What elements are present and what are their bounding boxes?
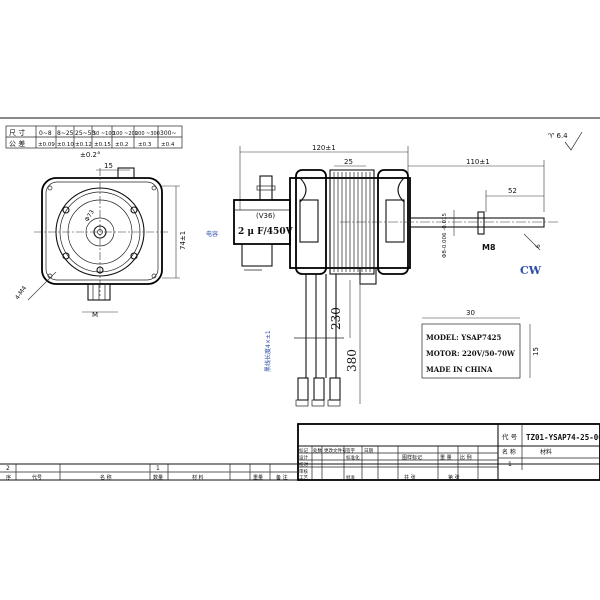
side-dim-stack: 25 <box>344 158 353 166</box>
title-scale-value: 1 <box>508 461 512 468</box>
revision-header-note: 备 注 <box>276 474 288 481</box>
shaft-thread: M8 <box>482 243 496 252</box>
title-count-label: 处数 <box>313 447 322 454</box>
tolerance-range: 200 ~300 <box>135 131 160 137</box>
label-origin: MADE IN CHINA <box>426 365 493 374</box>
title-file-label: 更改文件号 <box>324 447 347 454</box>
title-design-label: 设计 <box>299 454 308 461</box>
tolerance-value: ±0.4 <box>161 142 175 148</box>
title-code-label: 代 号 <box>502 432 518 441</box>
title-scale-label: 比 例 <box>460 454 472 461</box>
revision-header-qty: 数量 <box>153 474 163 481</box>
angle-tolerance: ±0.2° <box>80 151 101 159</box>
front-dim-center: Φ73 <box>84 209 96 223</box>
surface-finish-mark: ♈ 6.4 <box>548 131 583 151</box>
tolerance-range: 100 ~200 <box>113 131 138 137</box>
revision-header-weight: 重量 <box>253 474 263 481</box>
label-dim-height: 15 <box>532 347 540 356</box>
revision-header-seq: 序 <box>6 474 11 481</box>
surface-finish-text: ♈ 6.4 <box>548 132 568 140</box>
title-process-label: 工艺 <box>299 475 308 481</box>
title-name-label: 名 称 <box>502 448 516 456</box>
revision-row-number: 2 <box>6 465 10 472</box>
tolerance-value: ±0.12 <box>75 142 92 148</box>
tolerance-value: ±0.15 <box>94 142 111 148</box>
tolerance-row2-label: 公 差 <box>9 139 25 148</box>
side-dim-shaft: 110±1 <box>466 158 490 166</box>
shaft-flat-dim: 6 <box>535 244 542 248</box>
lead-label: 黑线长度4×±1 <box>264 330 272 372</box>
revision-row-number: 1 <box>156 465 160 472</box>
tolerance-value: ±0.10 <box>57 142 74 148</box>
label-motor: MOTOR: 220V/50-70W <box>426 349 515 358</box>
revision-header-code: 代号 <box>32 474 42 481</box>
front-dim-bottom: M <box>92 311 98 319</box>
capacitor-value: 2 μ F/450V <box>238 227 294 237</box>
front-dim-side: 74±1 <box>179 231 187 250</box>
title-block: 代 号 TZ01-YSAP74-25-00 名 称 材料 1 标记 处数 更改文… <box>297 423 600 481</box>
title-sheet-label: 共 张 <box>404 474 416 481</box>
side-dim-overall: 120±1 <box>312 144 336 152</box>
revision-table: 2 1 序 代号 名 称 数量 材 料 重量 备 注 <box>0 463 298 481</box>
side-view: 120±1 25 110±1 52 (V36) 2 μ F/450V 电容 <box>206 144 560 285</box>
tolerance-value: ±0.09 <box>38 142 55 148</box>
front-dim-hole: 4-M4 <box>14 285 28 301</box>
nameplate-label: 30 15 MODEL: YSAP7425 MOTOR: 220V/50-70W… <box>421 309 540 379</box>
title-sheet-of-label: 第 张 <box>448 474 460 481</box>
tolerance-range: 50 ~100 <box>93 131 115 137</box>
front-dim-top: 15 <box>104 162 113 170</box>
tolerance-table: 尺 寸 公 差 0~8 8~25 25~50 50 ~100 100 ~200 … <box>5 125 183 159</box>
title-weight-label: 重 量 <box>440 454 452 461</box>
lead-dim-230: 230 <box>329 307 343 330</box>
title-sign-label: 签字 <box>346 447 355 454</box>
drawing-frame <box>0 117 600 481</box>
label-dim-width: 30 <box>466 309 475 317</box>
title-mark-label: 标记 <box>299 447 308 454</box>
title-drawing-number: TZ01-YSAP74-25-00 <box>526 433 600 442</box>
capacitor-label: 电容 <box>206 230 218 238</box>
lead-wires: 230 380 黑线长度4×±1 <box>264 274 361 407</box>
lead-dim-380: 380 <box>345 349 359 372</box>
tolerance-range: 8~25 <box>57 130 74 137</box>
title-standard-label: 标准化 <box>346 454 360 461</box>
front-view: 15 74±1 4-M4 Φ73 M <box>14 162 187 319</box>
revision-header-material: 材 料 <box>192 474 204 481</box>
tolerance-row1-label: 尺 寸 <box>9 128 25 137</box>
label-model: MODEL: YSAP7425 <box>426 333 502 342</box>
title-check-label: 校对 <box>299 461 308 468</box>
title-material-label: 材料 <box>540 448 552 456</box>
tolerance-range: 25~50 <box>75 130 95 137</box>
title-review-label: 审核 <box>299 468 308 475</box>
title-date-label: 日期 <box>364 448 373 454</box>
tolerance-value: ±0.3 <box>138 142 152 148</box>
tolerance-range: 0~8 <box>39 130 52 137</box>
rotation-direction: CW <box>520 264 542 277</box>
side-dim-shaft-end: 52 <box>508 187 517 195</box>
capacitor-code: (V36) <box>256 212 275 220</box>
title-approve-label: 批准 <box>346 474 355 481</box>
tolerance-value: ±0.2 <box>115 142 128 148</box>
shaft-diameter: Φ8-0.006 -0.015 <box>442 212 448 258</box>
revision-header-name: 名 称 <box>100 474 112 481</box>
tolerance-range: 300~ <box>160 130 176 137</box>
title-stage-label: 图样标记 <box>402 454 422 461</box>
